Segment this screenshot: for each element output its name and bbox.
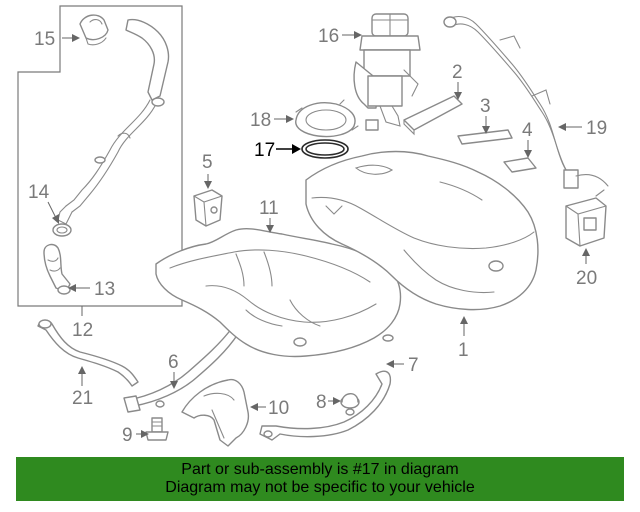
callout-label-19: 19 [586, 118, 607, 139]
callout-label-3: 3 [480, 96, 491, 117]
bolt-part[interactable] [145, 417, 169, 441]
callout-label-18: 18 [250, 110, 271, 131]
filler-group-box [17, 5, 183, 307]
lock-ring-part[interactable] [295, 99, 359, 138]
callout-19: 19 [558, 118, 607, 139]
callout-label-10: 10 [268, 398, 289, 419]
callout-label-14: 14 [28, 182, 50, 203]
callout-18: 18 [250, 110, 294, 131]
callout-21: 21 [72, 366, 93, 409]
vapor-line-part[interactable] [443, 15, 609, 189]
callout-14: 14 [28, 182, 59, 224]
callout-label-4: 4 [522, 120, 533, 141]
tank-strap-right-part[interactable] [259, 370, 392, 441]
callout-6: 6 [168, 352, 179, 389]
callout-label-15: 15 [34, 29, 55, 50]
canister-part[interactable] [565, 189, 607, 247]
tank-strap-left-part[interactable] [123, 327, 239, 413]
callout-label-16: 16 [318, 26, 339, 47]
callout-16: 16 [318, 26, 362, 47]
bracket-5-part[interactable] [193, 189, 223, 227]
callout-12: 12 [72, 306, 93, 341]
footer-banner: Part or sub-assembly is #17 in diagram D… [16, 457, 624, 501]
callout-13: 13 [68, 279, 115, 300]
pad-4-part[interactable] [503, 157, 537, 173]
vent-tube-part[interactable] [37, 319, 139, 387]
callout-label-13: 13 [94, 279, 115, 300]
callout-20: 20 [576, 248, 597, 289]
callout-1: 1 [458, 316, 469, 361]
pad-3-part[interactable] [457, 129, 513, 145]
callout-10: 10 [250, 398, 289, 419]
callout-label-7: 7 [408, 355, 419, 376]
filler-hose-part[interactable] [43, 243, 71, 295]
callout-label-6: 6 [168, 352, 179, 373]
callout-9: 9 [122, 425, 149, 446]
callout-15: 15 [34, 29, 80, 50]
callout-5: 5 [202, 152, 213, 189]
callout-label-9: 9 [122, 425, 133, 446]
gasket-part[interactable] [301, 139, 349, 159]
callout-label-5: 5 [202, 152, 213, 173]
callout-label-11: 11 [259, 198, 279, 219]
lower-tank-shell-part[interactable] [155, 227, 402, 358]
filler-pipe-part[interactable] [57, 18, 170, 225]
fuel-cap-part[interactable] [79, 14, 109, 46]
footer-line-1: Part or sub-assembly is #17 in diagram [181, 461, 459, 478]
callout-label-1: 1 [458, 340, 469, 361]
callout-7: 7 [386, 355, 419, 376]
fuel-pump-module-part[interactable] [353, 13, 421, 131]
bump-stop-part[interactable] [340, 393, 360, 416]
callout-2: 2 [452, 62, 463, 100]
heat-shield-part[interactable] [181, 378, 250, 447]
callout-label-21: 21 [72, 388, 93, 409]
hose-clamp-part[interactable] [52, 223, 72, 237]
callout-3: 3 [480, 96, 491, 134]
callout-label-12: 12 [72, 320, 93, 341]
callout-17: 17 [254, 140, 301, 161]
callout-11: 11 [259, 198, 279, 233]
footer-line-2: Diagram may not be specific to your vehi… [165, 479, 475, 496]
callout-label-8: 8 [316, 392, 327, 413]
callout-4: 4 [522, 120, 533, 158]
parts-diagram: 15 16 2 3 4 19 18 17 5 [17, 5, 609, 447]
callout-label-20: 20 [576, 268, 597, 289]
callout-label-2: 2 [452, 62, 463, 83]
fuel-tank-part[interactable] [305, 150, 539, 311]
pad-2-part[interactable] [403, 95, 463, 136]
callout-8: 8 [316, 392, 341, 413]
callout-label-17: 17 [254, 140, 275, 161]
